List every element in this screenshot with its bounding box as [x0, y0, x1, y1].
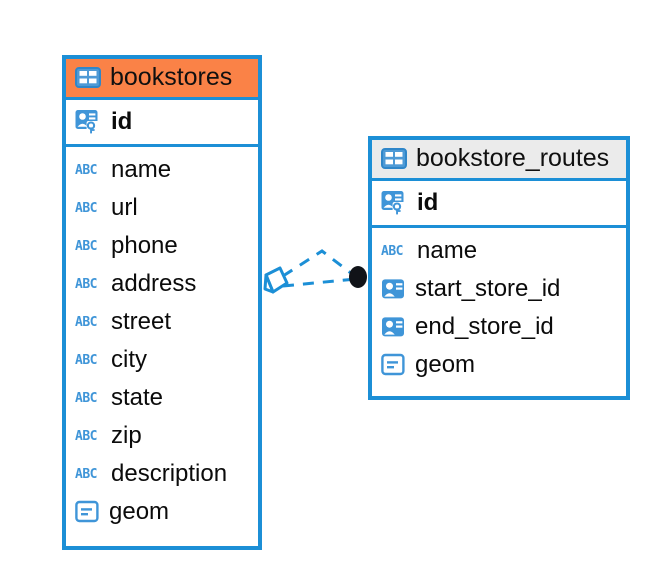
- foreign-key-icon: [381, 315, 407, 339]
- crows-foot-tail: [263, 273, 275, 294]
- abc-text-icon: ABC: [75, 238, 97, 254]
- primary-key-icon: [75, 109, 103, 135]
- abc-text-icon: ABC: [381, 243, 403, 259]
- abc-text-icon: ABC: [75, 200, 97, 216]
- abc-text-icon: ABC: [75, 276, 97, 292]
- attribute-row-address[interactable]: ABC address: [66, 265, 258, 303]
- attribute-label: name: [111, 156, 172, 183]
- filled-circle-marker: [349, 266, 367, 288]
- relationship-line-upper: [282, 249, 357, 279]
- attribute-row-id[interactable]: id: [66, 100, 258, 144]
- abc-text-icon: ABC: [75, 390, 97, 406]
- attribute-list-bookstore-routes: ABC name start_store_id: [372, 228, 626, 389]
- attribute-list-bookstores: ABC name ABC url ABC phone ABC address A…: [66, 147, 258, 536]
- attribute-row-end-store-id[interactable]: end_store_id: [372, 308, 626, 346]
- attribute-label: name: [417, 237, 478, 264]
- attribute-row-name[interactable]: ABC name: [66, 151, 258, 189]
- abc-text-icon: ABC: [75, 162, 97, 178]
- attribute-label: id: [111, 108, 133, 135]
- attribute-label: end_store_id: [415, 313, 554, 340]
- attribute-row-id[interactable]: id: [372, 181, 626, 225]
- attribute-row-start-store-id[interactable]: start_store_id: [372, 270, 626, 308]
- attribute-label: street: [111, 308, 172, 335]
- primary-key-band: id: [66, 97, 258, 147]
- attribute-row-state[interactable]: ABC state: [66, 379, 258, 417]
- attribute-row-geom[interactable]: geom: [66, 493, 258, 531]
- geometry-icon: [381, 353, 407, 377]
- abc-text-icon: ABC: [75, 466, 97, 482]
- attribute-row-city[interactable]: ABC city: [66, 341, 258, 379]
- attribute-label: phone: [111, 232, 178, 259]
- entity-title: bookstores: [110, 63, 233, 91]
- abc-text-icon: ABC: [75, 428, 97, 444]
- entity-header-bookstores[interactable]: bookstores: [66, 59, 258, 97]
- entity-title: bookstore_routes: [416, 144, 610, 172]
- attribute-row-street[interactable]: ABC street: [66, 303, 258, 341]
- geometry-icon: [75, 500, 101, 524]
- attribute-row-phone[interactable]: ABC phone: [66, 227, 258, 265]
- attribute-label: id: [417, 189, 439, 216]
- attribute-row-url[interactable]: ABC url: [66, 189, 258, 227]
- attribute-label: city: [111, 346, 147, 373]
- abc-text-icon: ABC: [75, 314, 97, 330]
- attribute-label: zip: [111, 422, 142, 449]
- entity-bookstores[interactable]: bookstores id: [62, 55, 262, 550]
- attribute-label: address: [111, 270, 197, 297]
- attribute-label: state: [111, 384, 164, 411]
- table-icon: [75, 67, 101, 88]
- attribute-label: start_store_id: [415, 275, 561, 302]
- primary-key-icon: [381, 190, 409, 216]
- attribute-label: description: [111, 460, 228, 487]
- crows-foot-marker: [264, 266, 289, 294]
- attribute-label: geom: [415, 351, 476, 378]
- attribute-label: geom: [109, 498, 170, 525]
- attribute-label: url: [111, 194, 138, 221]
- table-icon: [381, 148, 407, 169]
- relationship-line-lower: [282, 277, 357, 288]
- attribute-row-geom[interactable]: geom: [372, 346, 626, 384]
- abc-text-icon: ABC: [75, 352, 97, 368]
- entity-header-bookstore-routes[interactable]: bookstore_routes: [372, 140, 626, 178]
- entity-bookstore-routes[interactable]: bookstore_routes: [368, 136, 630, 400]
- primary-key-band: id: [372, 178, 626, 228]
- attribute-row-name[interactable]: ABC name: [372, 232, 626, 270]
- attribute-row-zip[interactable]: ABC zip: [66, 417, 258, 455]
- attribute-row-description[interactable]: ABC description: [66, 455, 258, 493]
- foreign-key-icon: [381, 277, 407, 301]
